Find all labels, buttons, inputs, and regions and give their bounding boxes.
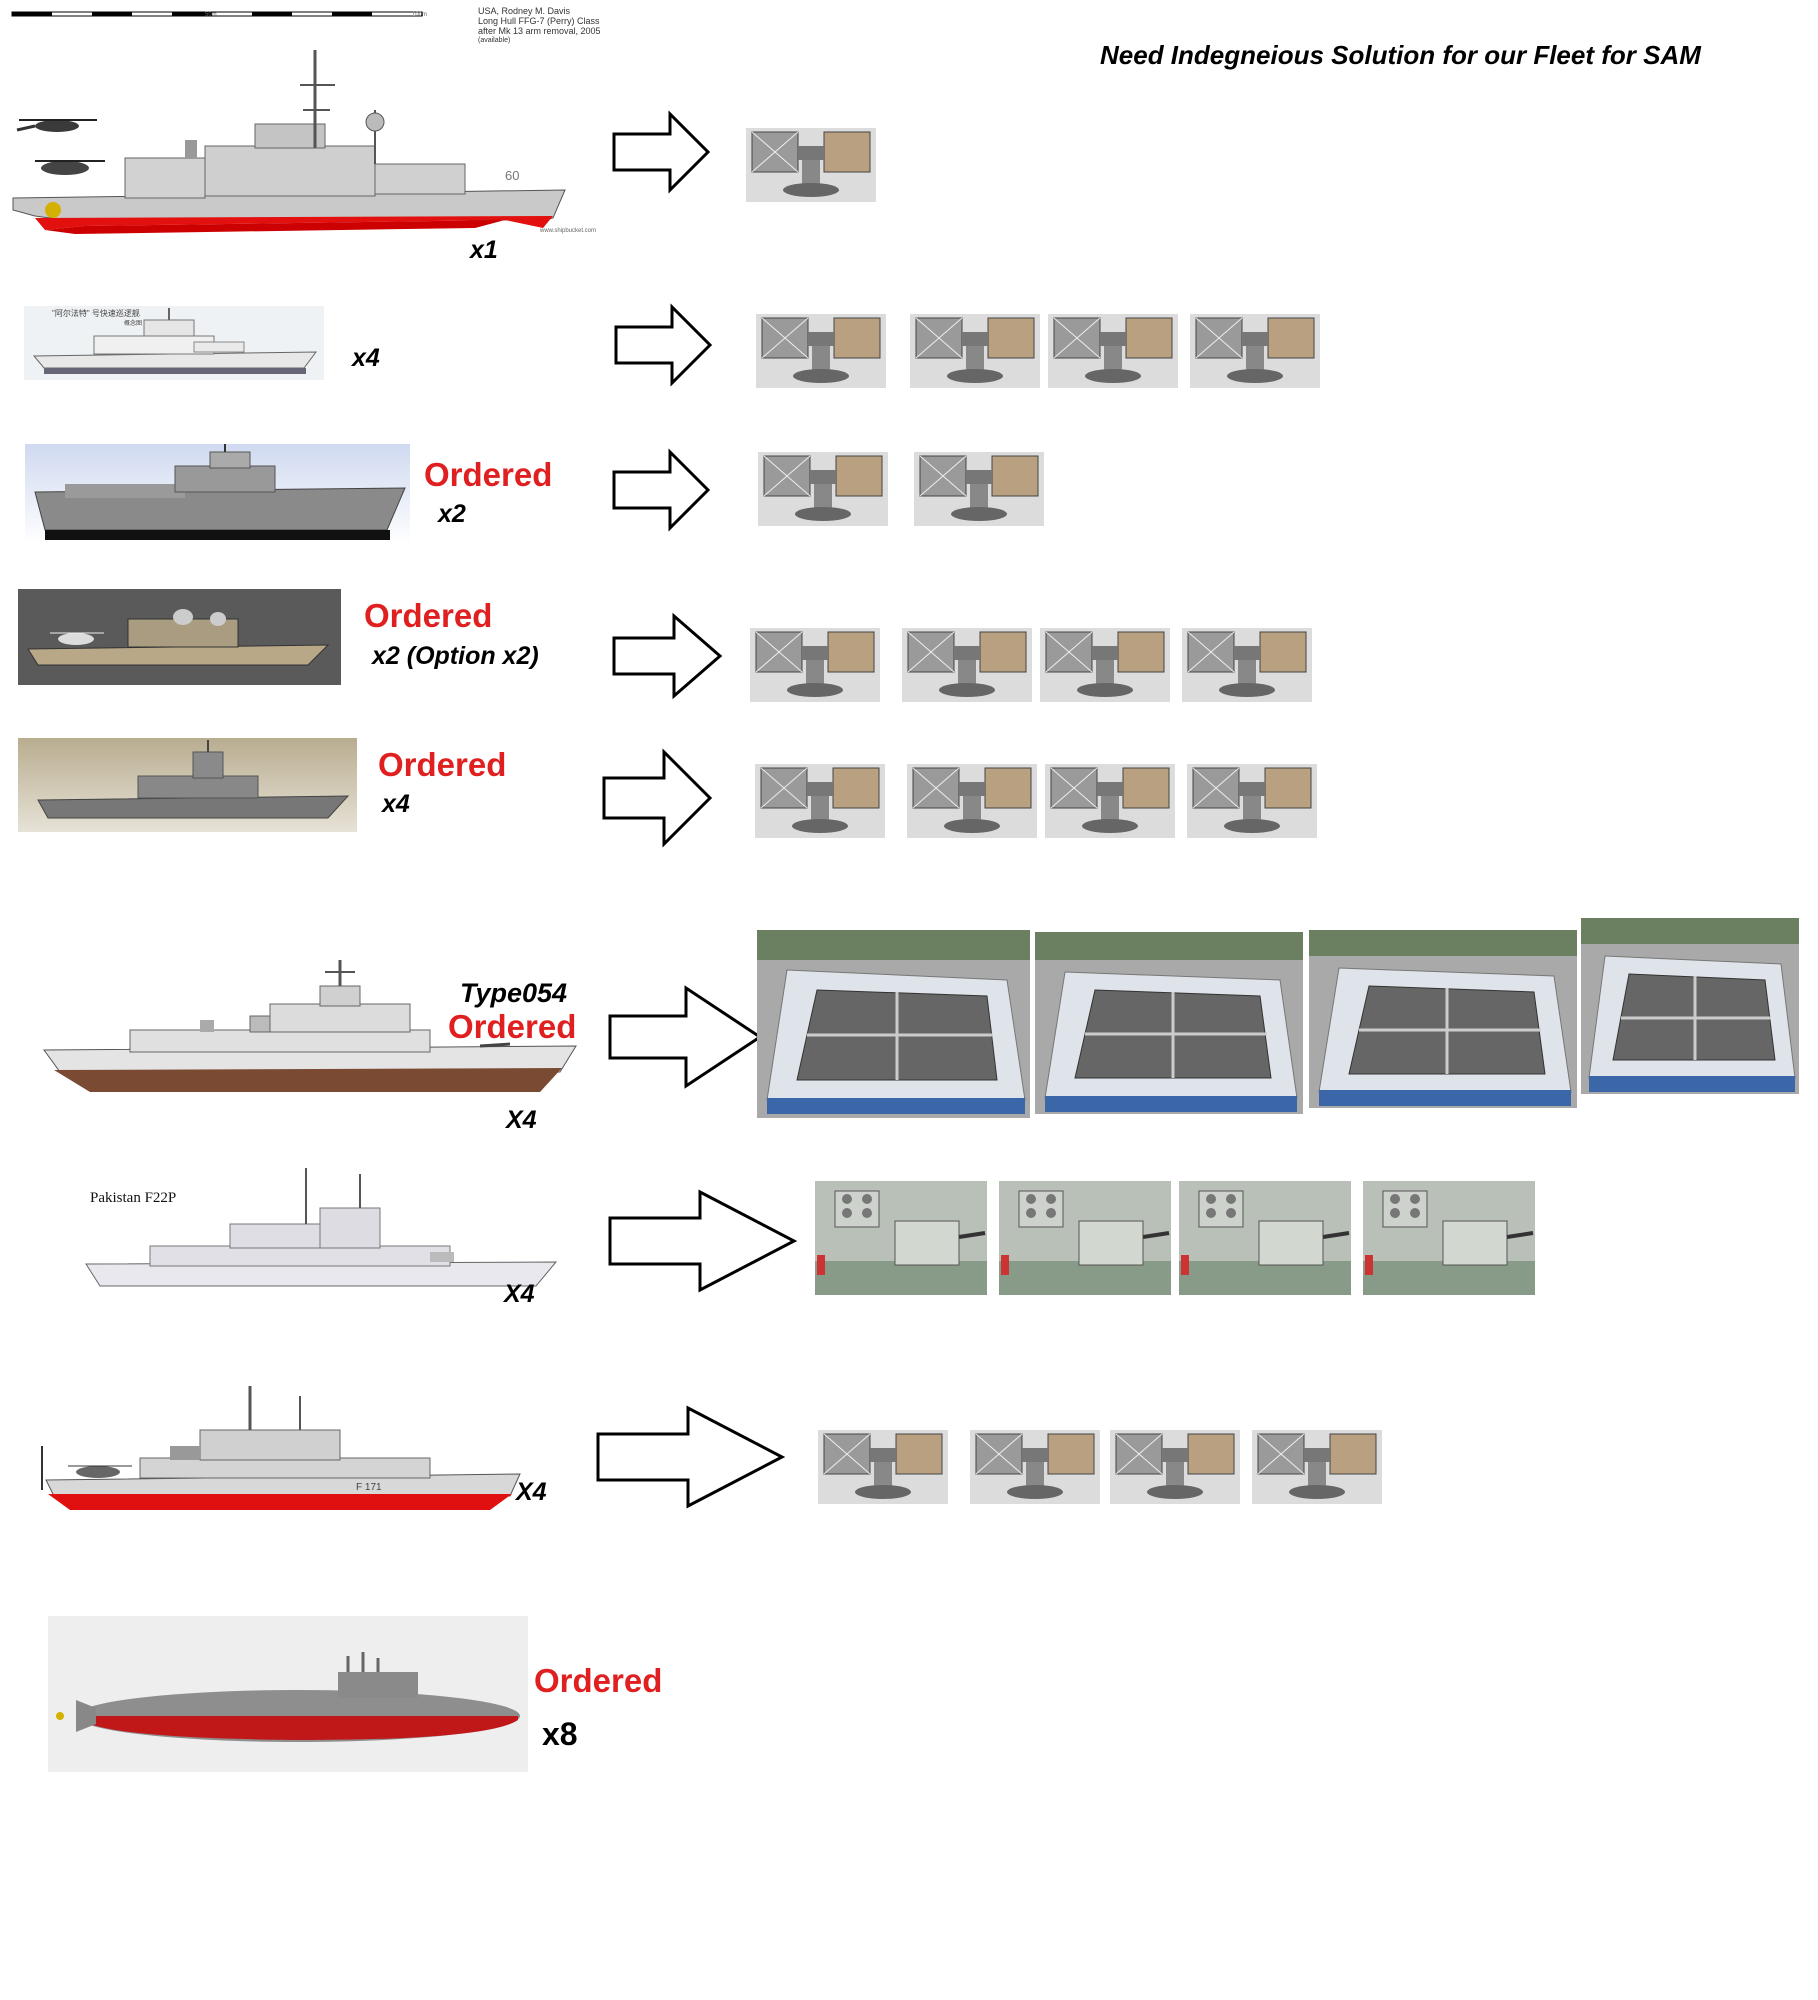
- page-title: Need Indegneious Solution for our Fleet …: [1100, 40, 1701, 70]
- quantity-label: x8: [542, 1716, 578, 1752]
- scale-bar-graphic: [11, 11, 423, 17]
- sam-launcher-icon: [1252, 1430, 1382, 1504]
- scale-label-50: 50m: [205, 12, 217, 18]
- ship-patrol-concept-image: "阿尔法特" 号快速巡逻舰 概念图: [24, 306, 324, 380]
- launcher-group: [756, 314, 1326, 390]
- concept-caption: "阿尔法特" 号快速巡逻舰: [52, 309, 140, 318]
- arrow-right-icon: [614, 303, 713, 387]
- ship-type21-image: F 171: [40, 1386, 530, 1516]
- quantity-label: x2 (Option x2): [372, 642, 539, 670]
- quantity-label: X4: [516, 1478, 547, 1506]
- sam-launcher-icon: [1187, 764, 1317, 838]
- ciws-mount-icon: [815, 1181, 987, 1295]
- quantity-label: x1: [470, 236, 498, 264]
- launcher-group: [815, 1181, 1541, 1299]
- quantity-label: x4: [352, 344, 380, 372]
- sam-launcher-icon: [970, 1430, 1100, 1504]
- sam-launcher-icon: [756, 314, 886, 388]
- quantity-label: x2: [438, 500, 466, 528]
- sam-launcher-icon: [755, 764, 885, 838]
- arrow-right-icon: [612, 612, 723, 700]
- helicopter-icon: [50, 632, 104, 645]
- quantity-label: x4: [382, 790, 410, 818]
- ship-corvette-photo-image: [18, 738, 357, 832]
- sam-launcher-icon: [1045, 764, 1175, 838]
- quantity-label: X4: [504, 1280, 535, 1308]
- arrow-right-icon: [608, 985, 763, 1089]
- sam-launcher-icon: [914, 452, 1044, 526]
- credit-line-2: Long Hull FFG-7 (Perry) Class: [478, 16, 600, 26]
- drawing-credit: USA, Rodney M. Davis Long Hull FFG-7 (Pe…: [478, 6, 601, 46]
- sam-launcher-icon: [758, 452, 888, 526]
- ship-name-f22p: Pakistan F22P: [90, 1190, 177, 1206]
- launcher-group: [757, 918, 1807, 1118]
- ship-f22p-image: Pakistan F22P: [70, 1168, 560, 1304]
- arrow-right-icon: [608, 1189, 798, 1293]
- vls-cell-icon: [1309, 930, 1577, 1108]
- scale-label-100: 100m: [412, 12, 428, 18]
- vls-cell-icon: [1581, 918, 1799, 1094]
- sam-launcher-icon: [1182, 628, 1312, 702]
- ordered-status: Ordered: [448, 1008, 577, 1045]
- ciws-mount-icon: [999, 1181, 1171, 1295]
- ordered-status: Ordered: [534, 1662, 663, 1699]
- arrow-right-icon: [596, 1405, 786, 1509]
- credit-line-1: USA, Rodney M. Davis: [478, 6, 571, 16]
- concept-caption-sub: 概念图: [124, 321, 143, 327]
- ordered-status: Ordered: [364, 597, 493, 634]
- vls-cell-icon: [1035, 932, 1303, 1114]
- helicopter-icon: [16, 119, 97, 132]
- ordered-status: Ordered: [378, 746, 507, 783]
- ship-corvette-render-image: [18, 589, 341, 685]
- ship-name-type054: Type054: [460, 978, 568, 1008]
- arrow-right-icon: [612, 448, 711, 532]
- ciws-mount-icon: [1363, 1181, 1535, 1295]
- ship-ffg7-perry-image: 60: [5, 40, 595, 240]
- ciws-mount-icon: [1179, 1181, 1351, 1295]
- arrow-right-icon: [602, 748, 713, 848]
- submarine-image: [48, 1616, 528, 1772]
- drawing-source: www.shipbucket.com: [540, 228, 597, 234]
- sam-launcher-icon: [907, 764, 1037, 838]
- helicopter-icon: [68, 1465, 132, 1478]
- launcher-group: [755, 764, 1325, 840]
- credit-line-3: after Mk 13 arm removal, 2005: [478, 26, 601, 36]
- sam-launcher-icon: [746, 128, 876, 202]
- ordered-status: Ordered: [424, 456, 553, 493]
- hull-number-f171: F 171: [356, 1482, 382, 1493]
- sam-launcher-icon: [1040, 628, 1170, 702]
- sam-launcher-icon: [910, 314, 1040, 388]
- vls-cell-icon: [757, 930, 1030, 1118]
- credit-line-4: (available): [478, 37, 511, 44]
- arrow-right-icon: [612, 110, 711, 194]
- sam-launcher-icon: [1190, 314, 1320, 388]
- sam-launcher-icon: [1048, 314, 1178, 388]
- launcher-group: [758, 452, 1048, 528]
- quantity-label: X4: [506, 1106, 537, 1134]
- scale-bar: [11, 6, 432, 22]
- ship-type054-image: [40, 960, 580, 1110]
- sam-launcher-icon: [750, 628, 880, 702]
- sam-launcher-icon: [818, 1430, 948, 1504]
- ship-opv-image: [25, 444, 410, 544]
- hull-number-60: 60: [505, 168, 519, 183]
- launcher-group: [818, 1430, 1388, 1506]
- sam-launcher-icon: [902, 628, 1032, 702]
- sam-launcher-icon: [1110, 1430, 1240, 1504]
- helicopter-icon: [35, 160, 105, 175]
- launcher-group: [750, 628, 1320, 704]
